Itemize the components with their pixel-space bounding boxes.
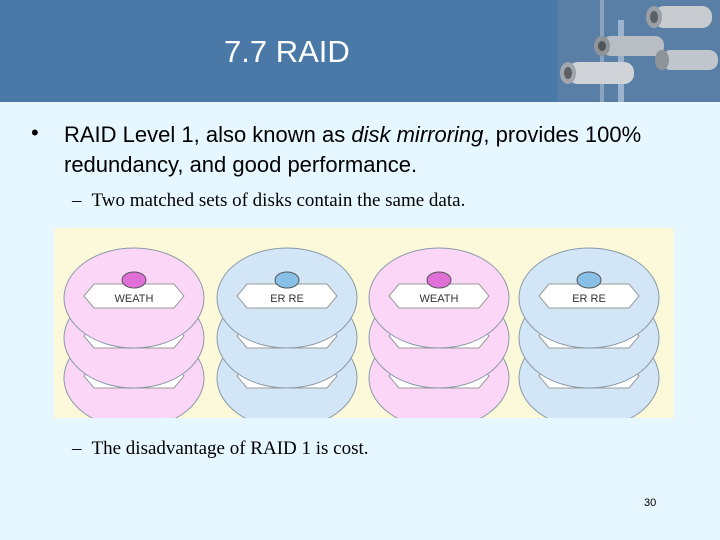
sub-bullet-cost: –The disadvantage of RAID 1 is cost. [72,438,369,460]
bullet-marker: • [31,120,39,145]
disk-hub [274,271,300,289]
platter-label-text: WEATH [420,293,459,305]
page-number: 30 [644,497,657,509]
disk-stack-1: PERIOEMBERWEATH [63,247,205,429]
disk-stacks: PERIOEMBERWEATHDS OF: PARER REPERIOEMBER… [63,247,660,429]
platter-label-text: WEATH [115,293,154,305]
disk-hub [426,271,452,289]
title-bar: 7.7 RAID [0,0,720,102]
sub-bullet-dash: – [72,190,82,211]
raid1-mirroring-diagram: PERIOEMBERWEATHDS OF: PARER REPERIOEMBER… [54,228,674,429]
sub-bullet-matched-sets: –Two matched sets of disks contain the s… [72,190,465,212]
sub-bullet-dash: – [72,438,82,459]
platter-label-strip [83,283,185,309]
disk-platter: ER RE [216,247,358,349]
bullet-text: RAID Level 1, also known as disk mirrori… [64,120,684,180]
disk-hub [121,271,147,289]
disk-platter: ER RE [518,247,660,349]
disk-platter: WEATH [63,247,205,349]
platter-label-text: ER RE [572,293,606,305]
sub-bullet-text: Two matched sets of disks contain the sa… [91,190,466,211]
bullet-emphasis: disk mirroring [351,122,484,147]
disk-hub [576,271,602,289]
platter-label-strip [388,283,490,309]
platter-label-strip [538,283,640,309]
sub-bullet-text: The disadvantage of RAID 1 is cost. [91,438,369,459]
disk-stack-2: DS OF: PARER RE [216,247,358,429]
disk-stack-4: DS OF: PARER RE [518,247,660,429]
disk-stack-3: PERIOEMBERWEATH [368,247,510,429]
slide-title: 7.7 RAID [224,34,350,69]
header-photo-image [558,0,720,102]
disk-platter: WEATH [368,247,510,349]
bullet-prefix: RAID Level 1, also known as [64,122,352,147]
platter-label-text: ER RE [270,293,304,305]
platter-label-strip [236,283,338,309]
bullet-suffix: , provides 100% redundancy, and good per… [64,122,642,177]
